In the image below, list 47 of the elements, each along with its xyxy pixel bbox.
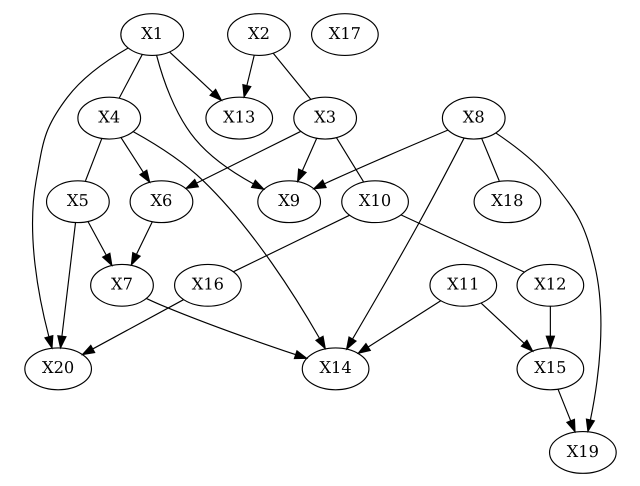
arrow (312, 129, 448, 189)
arrow (184, 130, 300, 189)
arrow (296, 138, 317, 183)
node-ellipse: X5 (45, 180, 110, 223)
node-ellipse: X14 (301, 346, 369, 390)
arrow (32, 47, 128, 350)
arrow (345, 137, 464, 350)
connector (400, 214, 524, 272)
arrow (242, 54, 254, 98)
node-ellipse: X10 (340, 180, 408, 223)
arrow (495, 132, 601, 433)
connector (232, 214, 350, 272)
node-ellipse: X13 (204, 96, 273, 140)
connector (84, 138, 102, 181)
node-ellipse: X8 (441, 96, 506, 140)
arrow (156, 54, 265, 190)
node-ellipse: X20 (24, 346, 92, 390)
connector (480, 138, 500, 181)
arrow (87, 220, 112, 266)
arrow (146, 298, 308, 359)
node-ellipse: X2 (226, 12, 290, 56)
arrow (356, 300, 441, 354)
arrow (168, 51, 222, 101)
node-ellipse: X1 (120, 12, 184, 56)
arrow (544, 306, 555, 350)
arrow (557, 388, 576, 433)
node-ellipse: X16 (174, 263, 242, 306)
node-ellipse: X19 (548, 430, 616, 474)
node-ellipse: X6 (129, 180, 193, 223)
node-ellipse: X11 (428, 263, 497, 306)
connector (118, 54, 142, 98)
arrow (120, 136, 150, 184)
node-ellipse: X4 (76, 96, 141, 140)
arrow (480, 302, 534, 352)
node-ellipse: X3 (292, 96, 357, 140)
arrow (132, 130, 326, 350)
arrow (130, 220, 152, 266)
node-ellipse: X12 (516, 263, 584, 306)
node-ellipse: X15 (516, 346, 584, 390)
node-ellipse: X18 (473, 180, 541, 223)
arrow (56, 222, 76, 349)
connector (335, 136, 364, 182)
node-ellipse: X9 (256, 180, 321, 223)
connector (272, 52, 311, 100)
node-ellipse: X7 (90, 263, 154, 306)
node-ellipse: X17 (310, 12, 378, 56)
arrow (80, 298, 184, 355)
